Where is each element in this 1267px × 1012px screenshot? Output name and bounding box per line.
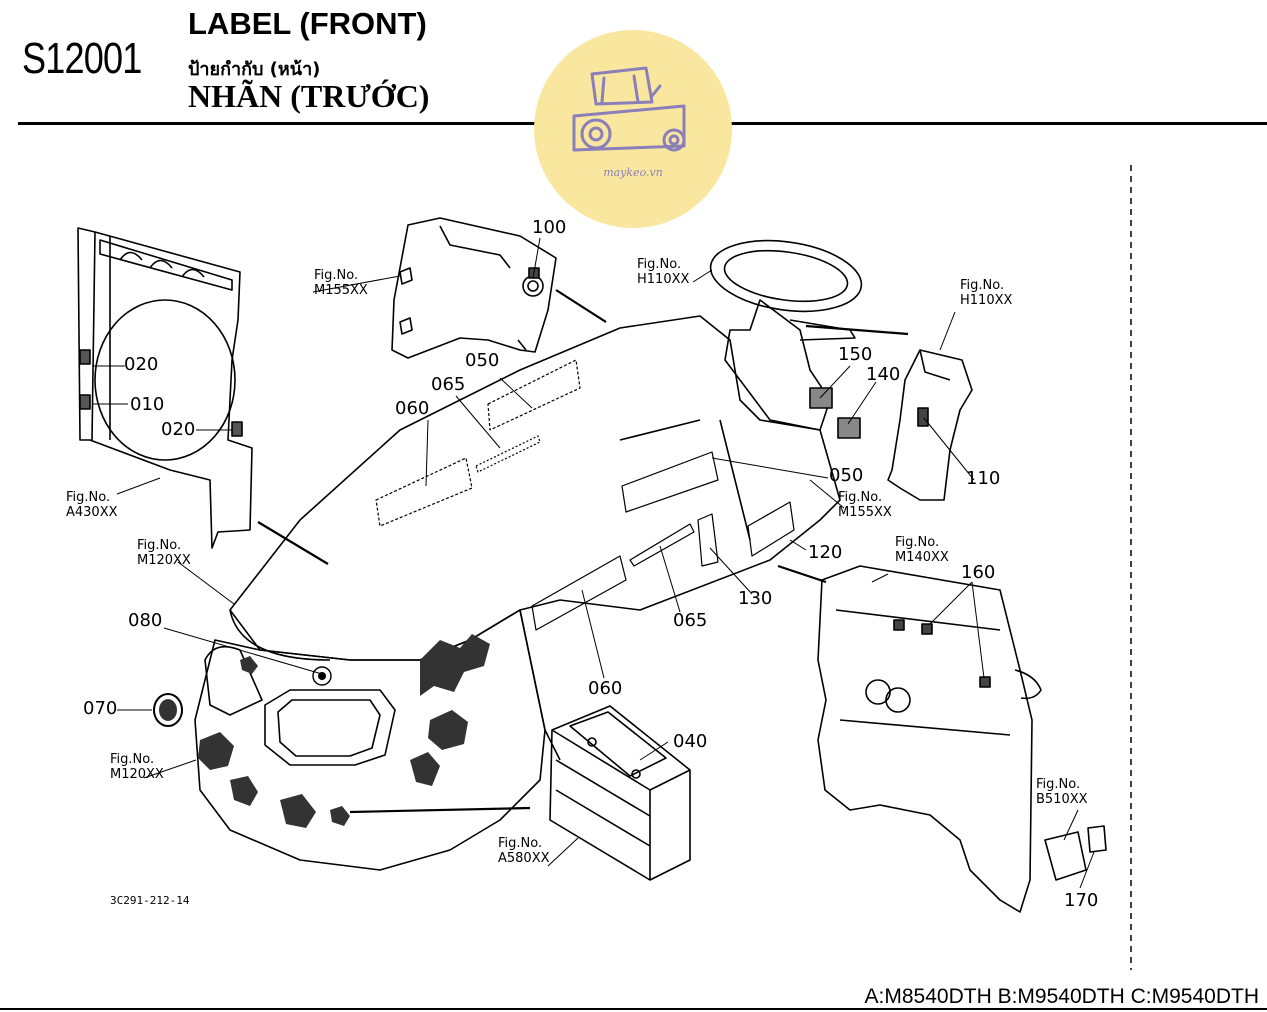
rear-panel (391, 217, 557, 359)
arrows (257, 289, 909, 814)
fig-code: A580XX (498, 851, 550, 866)
watermark-text: maykeo.vn (603, 166, 663, 179)
footer-rule (0, 1008, 1267, 1010)
part-label-020[interactable]: 020 (161, 419, 196, 440)
fig-code: M140XX (895, 550, 949, 565)
tractor-icon (572, 66, 686, 152)
fig-ref-m155-side[interactable]: Fig.No. M155XX (838, 490, 892, 520)
fig-code: B510XX (1036, 792, 1088, 807)
fig-ref-b510[interactable]: Fig.No. B510XX (1036, 777, 1088, 807)
part-label-140[interactable]: 140 (866, 364, 901, 385)
fig-prefix: Fig.No. (110, 752, 155, 767)
title-vietnamese: NHÃN (TRƯỚC) (188, 78, 430, 114)
title-thai: ป้ายกำกับ (หน้า) (188, 59, 321, 80)
part-label-065[interactable]: 065 (673, 610, 708, 631)
radiator-shroud (77, 227, 253, 549)
part-label-100[interactable]: 100 (532, 217, 567, 238)
front-grille (194, 609, 546, 871)
fig-ref-m155-top[interactable]: Fig.No. M155XX (314, 268, 368, 298)
fig-prefix: Fig.No. (314, 268, 359, 283)
grille-pattern (198, 634, 490, 828)
hood (229, 315, 841, 761)
leader-lines (116, 237, 1095, 889)
title-english: LABEL (FRONT) (188, 6, 427, 41)
part-label-050[interactable]: 050 (465, 350, 500, 371)
fig-prefix: Fig.No. (137, 538, 182, 553)
fig-ref-m120-bottom[interactable]: Fig.No. M120XX (110, 752, 164, 782)
fig-prefix: Fig.No. (1036, 777, 1081, 792)
decals (375, 359, 795, 631)
section-code: S12001 (22, 34, 142, 83)
fig-code: A430XX (66, 505, 118, 520)
part-label-130[interactable]: 130 (738, 588, 773, 609)
fig-prefix: Fig.No. (960, 278, 1005, 293)
fig-ref-a430[interactable]: Fig.No. A430XX (66, 490, 118, 520)
fig-code: M155XX (314, 283, 368, 298)
fig-code: H110XX (960, 293, 1013, 308)
part-label-170[interactable]: 170 (1064, 890, 1099, 911)
fig-ref-m120-top[interactable]: Fig.No. M120XX (137, 538, 191, 568)
watermark-logo (534, 30, 732, 228)
part-label-065[interactable]: 065 (431, 374, 466, 395)
part-label-040[interactable]: 040 (673, 731, 708, 752)
fig-prefix: Fig.No. (895, 535, 940, 550)
dash-panel (817, 565, 1107, 913)
part-label-160[interactable]: 160 (961, 562, 996, 583)
fig-prefix: Fig.No. (66, 490, 111, 505)
part-label-120[interactable]: 120 (808, 542, 843, 563)
part-label-010[interactable]: 010 (130, 394, 165, 415)
fig-prefix: Fig.No. (838, 490, 883, 505)
fig-code: H110XX (637, 272, 690, 287)
fig-prefix: Fig.No. (637, 257, 682, 272)
fig-ref-h110-wheel[interactable]: Fig.No. H110XX (637, 257, 689, 287)
side-panel (887, 349, 973, 501)
part-label-020[interactable]: 020 (124, 354, 159, 375)
part-label-080[interactable]: 080 (128, 610, 163, 631)
fig-ref-m140[interactable]: Fig.No. M140XX (895, 535, 949, 565)
drawing-id: 3C291-212-14 (110, 894, 190, 907)
fig-ref-h110-panel[interactable]: Fig.No. H110XX (960, 278, 1012, 308)
fig-code: M120XX (137, 553, 191, 568)
fig-prefix: Fig.No. (498, 836, 543, 851)
battery (549, 705, 691, 881)
part-label-060[interactable]: 060 (395, 398, 430, 419)
fig-ref-a580[interactable]: Fig.No. A580XX (498, 836, 550, 866)
fig-code: M155XX (838, 505, 892, 520)
part-label-150[interactable]: 150 (838, 344, 873, 365)
model-list: A:M8540DTH B:M9540DTH C:M9540DTH (864, 985, 1259, 1008)
part-label-110[interactable]: 110 (966, 468, 1001, 489)
fig-code: M120XX (110, 767, 164, 782)
steering-wheel (709, 239, 863, 439)
part-label-060[interactable]: 060 (588, 678, 623, 699)
part-label-070[interactable]: 070 (83, 698, 118, 719)
part-label-050[interactable]: 050 (829, 465, 864, 486)
